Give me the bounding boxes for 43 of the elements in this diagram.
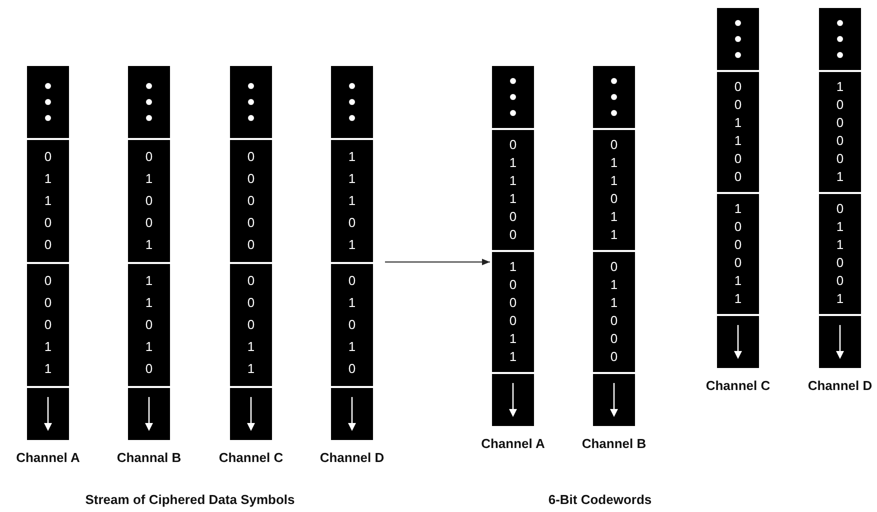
bit-cell: 0 1 1 1 0 0 [492,130,534,250]
arrow-cell [27,388,69,440]
ellipsis-cell [331,66,373,138]
bit-cell: 1 0 0 0 1 1 [717,194,759,314]
arrow [384,258,490,266]
bit-cell: 0 1 0 0 1 [128,140,170,262]
channel-label: Channel C [218,450,284,465]
channel-label: Channal B [116,450,182,465]
caption: 6-Bit Codewords [548,492,652,507]
ellipsis-cell [230,66,272,138]
bit-cell: 0 0 1 1 0 0 [717,72,759,192]
bit-cell: 0 1 1 0 0 [27,140,69,262]
ellipsis-cell [717,8,759,70]
bit-cell: 0 0 0 1 1 [27,264,69,386]
arrow-cell [717,316,759,368]
ellipsis-cell [819,8,861,70]
bit-cell: 0 0 0 0 0 [230,140,272,262]
caption: Stream of Ciphered Data Symbols [85,492,295,507]
channel-label: Channel A [15,450,81,465]
bit-cell: 1 0 0 0 1 1 [492,252,534,372]
bit-cell: 1 0 0 0 0 1 [819,72,861,192]
ellipsis-cell [593,66,635,128]
channel-label: Channel D [318,450,386,465]
arrow-cell [331,388,373,440]
ellipsis-cell [27,66,69,138]
channel-label: Channel D [806,378,874,393]
arrow-cell [128,388,170,440]
arrow-cell [230,388,272,440]
channel-label: Channel C [704,378,772,393]
arrow-cell [593,374,635,426]
bit-cell: 1 1 1 0 1 [331,140,373,262]
channel-label: Channel A [480,436,546,451]
arrow-cell [819,316,861,368]
bit-cell: 1 1 0 1 0 [128,264,170,386]
bit-cell: 0 1 0 1 0 [331,264,373,386]
bit-cell: 0 1 1 0 0 0 [593,252,635,372]
channel-label: Channel B [580,436,648,451]
ellipsis-cell [128,66,170,138]
bit-cell: 0 0 0 1 1 [230,264,272,386]
ellipsis-cell [492,66,534,128]
arrow-cell [492,374,534,426]
bit-cell: 0 1 1 0 1 1 [593,130,635,250]
bit-cell: 0 1 1 0 0 1 [819,194,861,314]
